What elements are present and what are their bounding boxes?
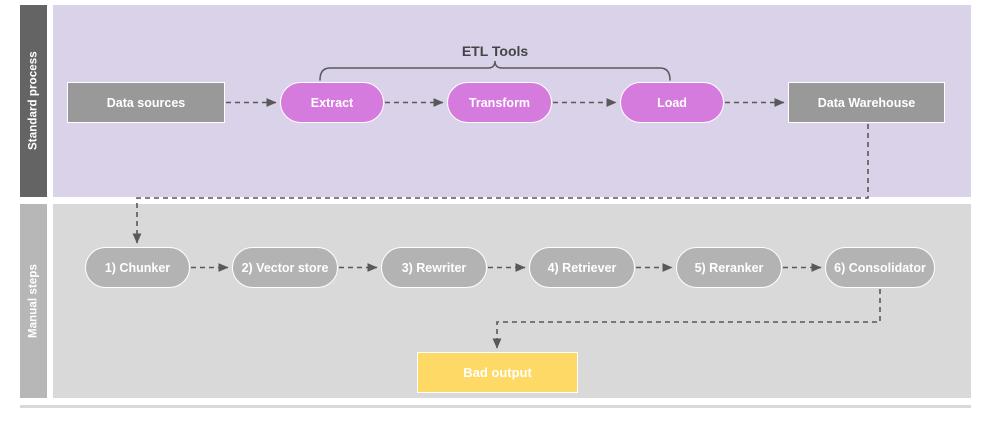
bottom-divider <box>20 405 971 408</box>
node-retriever[interactable]: 4) Retriever <box>529 247 635 288</box>
node-chunker[interactable]: 1) Chunker <box>85 247 190 288</box>
node-transform[interactable]: Transform <box>447 82 552 123</box>
node-reranker[interactable]: 5) Reranker <box>676 247 782 288</box>
node-data-sources[interactable]: Data sources <box>67 82 225 123</box>
node-rewriter[interactable]: 3) Rewriter <box>381 247 487 288</box>
node-data-warehouse[interactable]: Data Warehouse <box>788 82 945 123</box>
node-extract[interactable]: Extract <box>280 82 384 123</box>
etl-tools-annotation: ETL Tools <box>461 43 529 59</box>
node-load[interactable]: Load <box>620 82 724 123</box>
node-consolidator[interactable]: 6) Consolidator <box>825 247 935 288</box>
lane-label-manual-steps: Manual steps <box>20 204 47 398</box>
node-bad-output[interactable]: Bad output <box>417 352 578 393</box>
lane-label-standard-process: Standard process <box>20 5 47 197</box>
node-vector-store[interactable]: 2) Vector store <box>232 247 338 288</box>
